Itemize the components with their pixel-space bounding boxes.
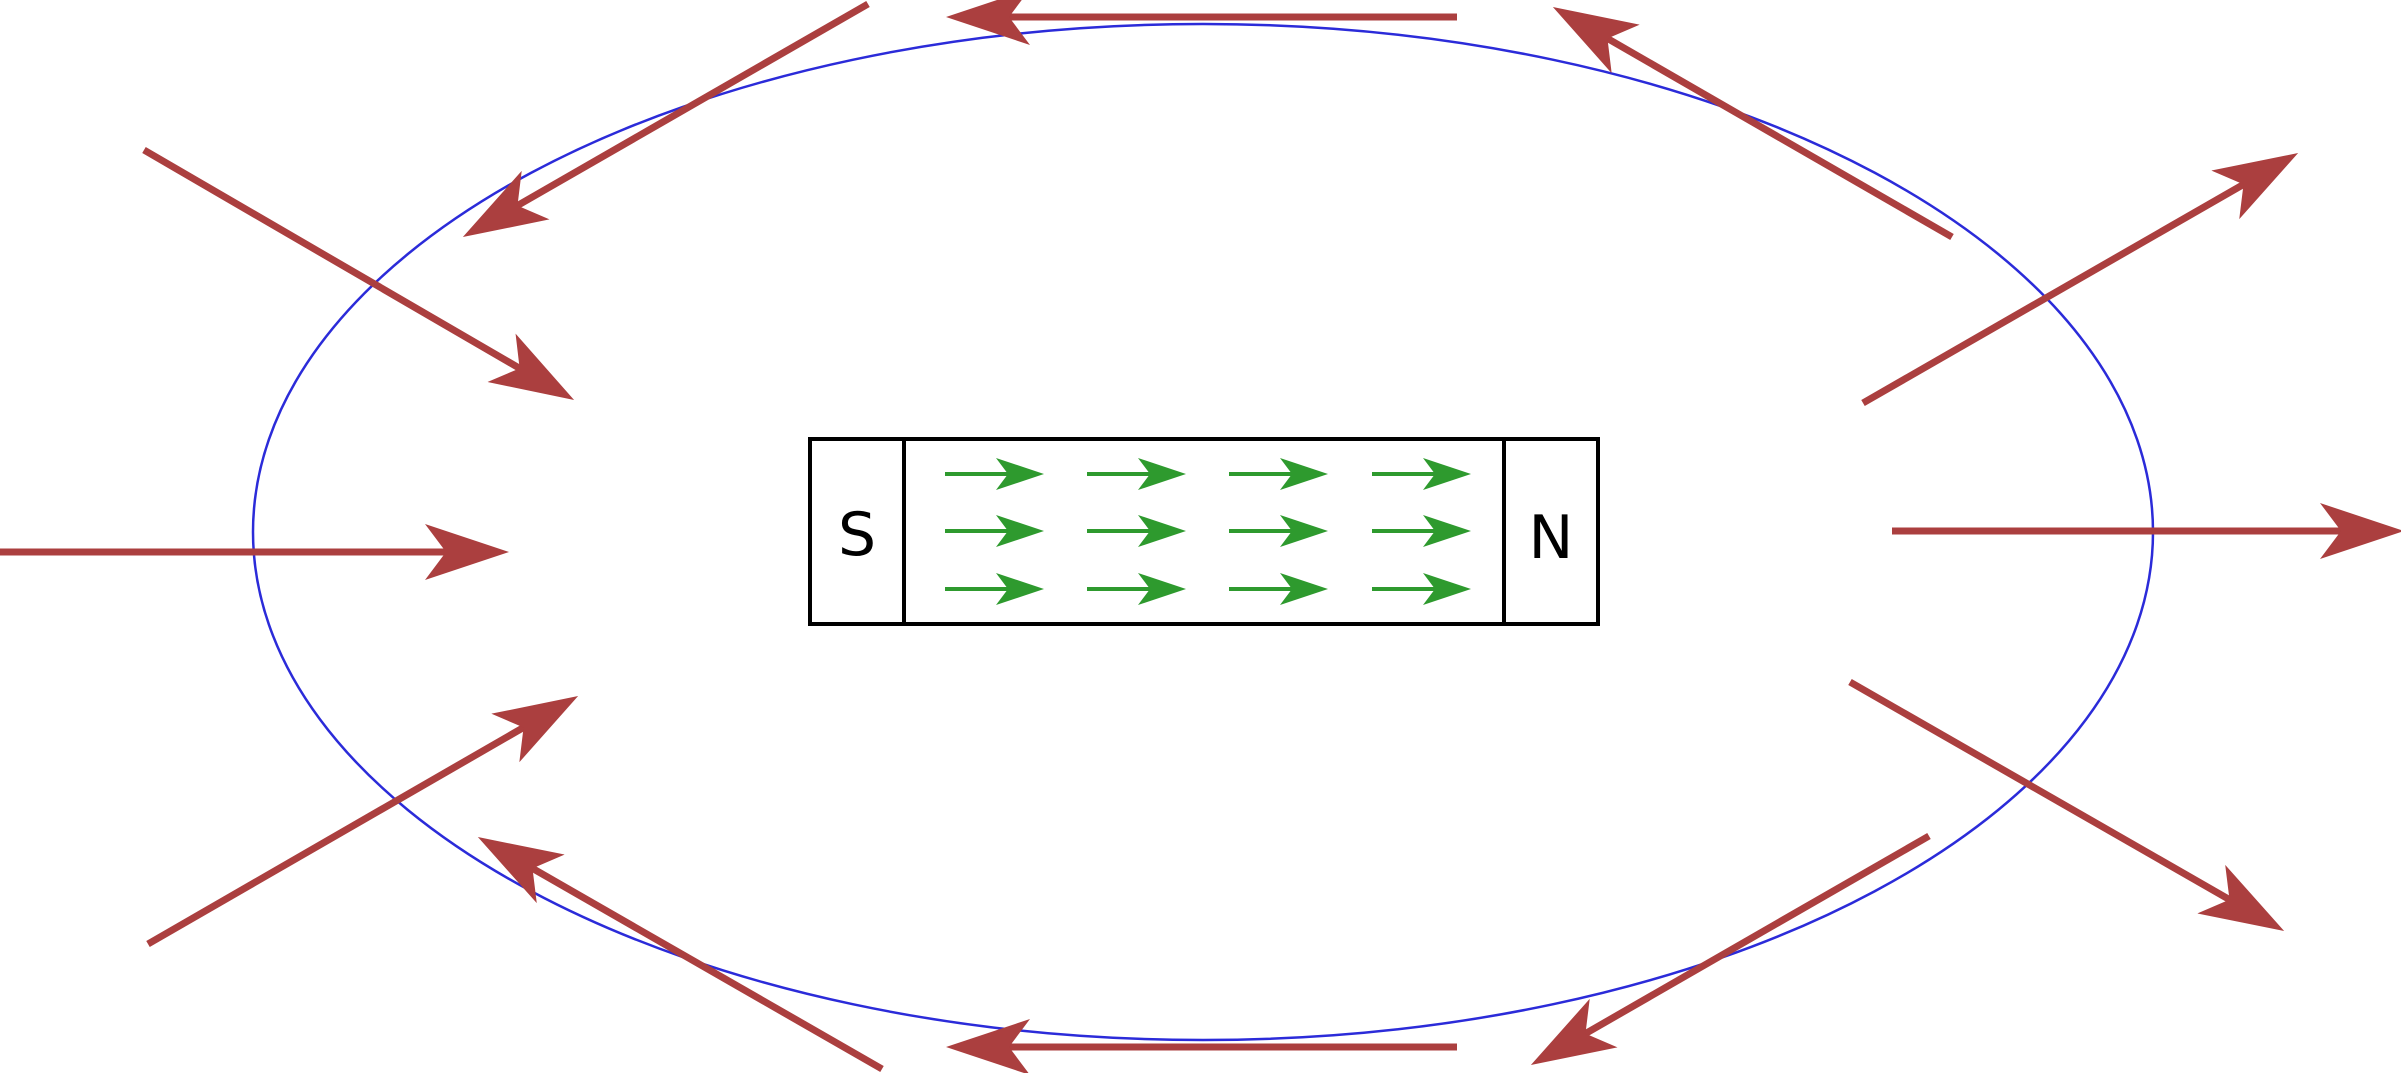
magnet-body (808, 437, 1600, 626)
field-arrow-top-left-outgoing (462, 0, 870, 237)
internal-field-arrows (945, 458, 1471, 605)
gaussian-surface-ellipse (251, 22, 2155, 1042)
bar-magnet (808, 437, 1600, 626)
south-pole-label: S (838, 500, 876, 570)
field-arrow-lower-right-outgoing (1848, 678, 2285, 931)
field-arrow-bottom-right-outgoing (1530, 832, 1931, 1065)
field-arrow-upper-left-incoming (142, 146, 575, 401)
field-arrow-top-right-outgoing (1552, 7, 1954, 241)
field-arrow-bottom-left-outgoing (477, 837, 884, 1073)
field-arrow-upper-right-outgoing (1861, 153, 2299, 407)
field-arrow-lower-left-incoming (146, 696, 579, 948)
north-pole-label: N (1529, 503, 1574, 573)
